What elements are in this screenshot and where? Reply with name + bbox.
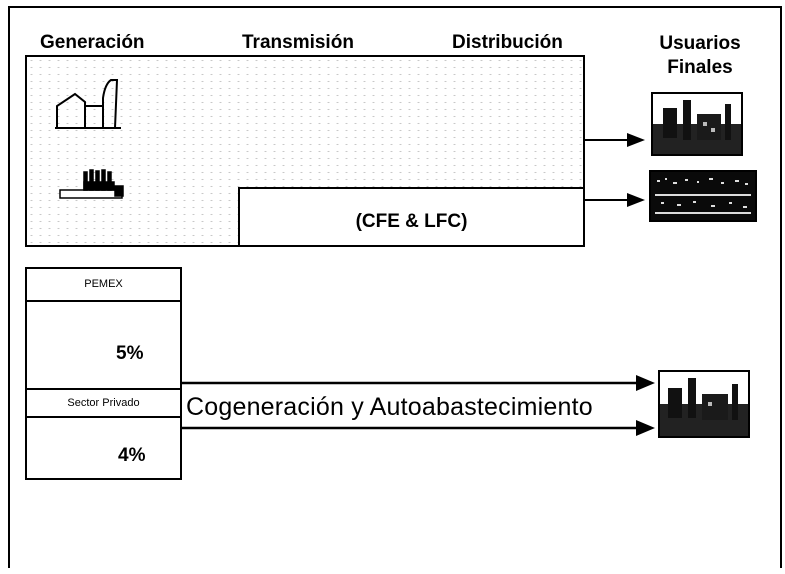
private-sector-label: Sector Privado: [27, 388, 180, 418]
cogeneration-user-photo: [658, 370, 750, 438]
private-sector-share: 4%: [118, 445, 145, 467]
power-plant-icon: [55, 80, 121, 128]
barge-plant-icon: [60, 170, 123, 198]
cogeneration-label: Cogeneración y Autoabastecimiento: [186, 393, 593, 422]
city-lights-photo: [649, 170, 757, 222]
pemex-label: PEMEX: [27, 269, 180, 302]
industrial-site-photo: [651, 92, 743, 156]
self-supply-box: PEMEX Sector Privado: [25, 267, 182, 480]
pemex-share: 5%: [116, 343, 143, 365]
